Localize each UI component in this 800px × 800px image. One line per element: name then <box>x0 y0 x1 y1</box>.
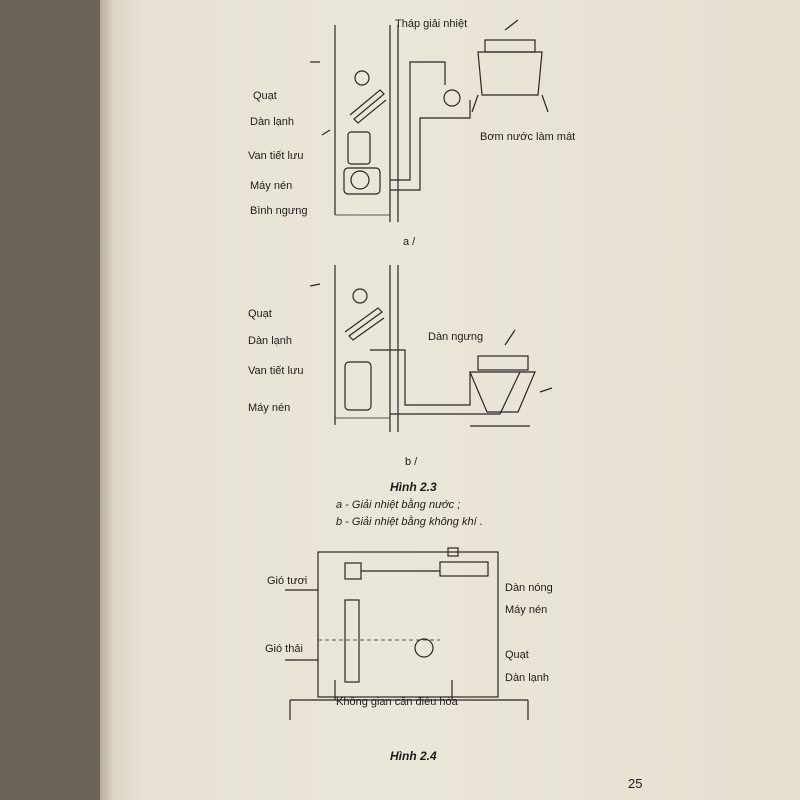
tower-fan-box <box>484 39 536 53</box>
duct-lines <box>334 680 453 700</box>
label-fan-2-4: Quạt <box>505 649 529 661</box>
ceiling-line <box>289 699 529 720</box>
figure-2-4-drawing <box>285 547 529 720</box>
sublabel-a: a / <box>403 236 416 248</box>
water-pipe <box>390 61 446 181</box>
water-pipe <box>390 100 471 191</box>
sublabel-b: b / <box>405 456 418 468</box>
label-condenser: Bình ngưng <box>250 205 308 217</box>
figure-2-3a-drawing <box>310 19 549 222</box>
tower-body <box>477 51 543 96</box>
note-a: a - Giải nhiệt bằng nước ; <box>336 499 461 511</box>
label-cold-coil: Dàn lạnh <box>505 672 550 684</box>
label-conditioned-space: Không gian cần điều hòa <box>336 696 458 708</box>
blower-shape <box>414 638 434 658</box>
cold-coil-shape <box>344 599 360 683</box>
tower-legs <box>471 94 549 113</box>
label-hot-coil: Dàn nóng <box>505 582 553 594</box>
evaporator-coil <box>344 307 385 341</box>
condenser-coil-shape <box>469 371 536 413</box>
book-spine-shadow <box>100 0 114 800</box>
label-cooling-pump: Bơm nước làm mát <box>480 131 576 143</box>
label-fan-b: Quạt <box>248 308 272 320</box>
figure-2-3b-drawing <box>309 265 553 432</box>
air-arrow <box>309 283 321 287</box>
book-page <box>100 0 800 800</box>
note-b: b - Giải nhiệt bằng không khí . <box>336 516 483 528</box>
label-expansion-valve-b: Van tiết lưu <box>248 365 304 377</box>
condenser-shape <box>343 167 381 195</box>
label-evaporator-b: Dàn lạnh <box>248 335 293 347</box>
hot-coil-fan <box>447 547 459 557</box>
fan-shape <box>352 288 368 304</box>
air-arrow <box>504 329 516 346</box>
expansion-valve-shape <box>347 131 371 165</box>
compressor-box <box>344 562 362 580</box>
caption-figure-2-4: Hình 2.4 <box>390 749 437 763</box>
compressor-shape <box>344 361 372 411</box>
air-arrow <box>539 387 553 393</box>
compressor-shape <box>350 170 370 190</box>
refrigerant-pipe <box>390 371 521 415</box>
page-number: 25 <box>628 776 643 791</box>
label-compressor: Máy nén <box>250 180 293 192</box>
hot-coil-box <box>439 561 489 577</box>
label-expansion-valve: Van tiết lưu <box>248 150 304 162</box>
label-exhaust-air: Gió thải <box>265 643 303 655</box>
label-condenser-coil: Dàn ngưng <box>428 331 484 343</box>
label-fan: Quạt <box>253 90 277 102</box>
label-cooling-tower: Tháp giải nhiệt <box>395 18 468 30</box>
refrigerant-pipe <box>370 349 471 406</box>
air-arrow <box>504 19 519 31</box>
unit-casing <box>317 551 499 698</box>
label-compressor-b: Máy nén <box>248 402 291 414</box>
caption-figure-2-3: Hình 2.3 <box>390 480 437 494</box>
evaporator-coil <box>349 89 387 124</box>
label-fresh-air: Gió tươi <box>267 575 308 587</box>
condenser-fans <box>477 355 529 371</box>
pump-shape <box>443 89 461 107</box>
label-compressor-2-4: Máy nén <box>505 604 548 616</box>
label-evaporator: Dàn lạnh <box>250 116 295 128</box>
fan-shape <box>354 70 370 86</box>
air-arrow <box>321 129 331 136</box>
